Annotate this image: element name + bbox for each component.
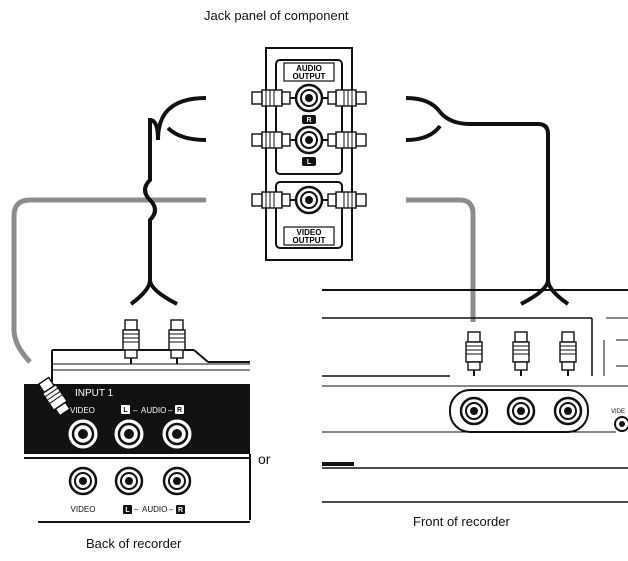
back-video-label-top: VIDEO <box>70 406 95 415</box>
back-lower-audio-left-jack <box>114 466 144 496</box>
rca-plug <box>321 89 367 107</box>
front-of-recorder: VIDE <box>322 289 628 503</box>
or-caption: or <box>258 451 271 467</box>
video-cable-back <box>11 197 206 364</box>
component-caption: Jack panel of component <box>204 8 349 23</box>
video-output-label-2: OUTPUT <box>293 236 326 245</box>
back-audio-right-jack <box>161 418 193 450</box>
rca-plug <box>321 191 367 209</box>
back-right-badge: R <box>177 407 182 414</box>
rca-plug <box>559 331 577 377</box>
back-lower-audio-right-jack <box>162 466 192 496</box>
back-audio-label-top-text: AUDIO <box>141 406 166 415</box>
front-audio-right-jack <box>553 396 583 426</box>
back-left-badge: L <box>123 407 128 414</box>
back-audio-label-bottom: AUDIO <box>142 505 167 514</box>
rca-plug <box>251 89 297 107</box>
right-badge: R <box>306 117 311 124</box>
video-output-label-1: VIDEO <box>297 228 322 237</box>
audio-cable-back <box>129 96 207 306</box>
video-output-jack <box>294 185 324 215</box>
component-jack-panel: AUDIO OUTPUT VIDEO OUTPUT R L <box>265 47 353 261</box>
front-video-jack <box>459 396 489 426</box>
input-1-label: INPUT 1 <box>75 388 114 399</box>
rca-plug <box>465 331 483 377</box>
back-right-badge-2: R <box>178 507 183 514</box>
front-caption: Front of recorder <box>413 514 510 529</box>
dash: – <box>168 406 173 415</box>
back-video-jack <box>67 418 99 450</box>
rca-plug <box>321 131 367 149</box>
back-audio-left-jack <box>113 418 145 450</box>
audio-output-label-2: OUTPUT <box>293 72 326 81</box>
back-lower-video-jack <box>68 466 98 496</box>
svg-text:–: – <box>169 505 174 514</box>
back-left-badge-2: L <box>125 507 130 514</box>
svg-text:–: – <box>134 505 139 514</box>
back-caption: Back of recorder <box>86 536 182 551</box>
rca-plug <box>512 331 530 377</box>
video-cable-front <box>406 197 476 322</box>
rca-plug <box>251 191 297 209</box>
front-audio-left-jack <box>506 396 536 426</box>
rca-plug <box>122 319 140 365</box>
rca-plug <box>168 319 186 365</box>
back-of-recorder: INPUT 1 VIDEO L – AUDIO – R VIDEO L – AU… <box>24 349 251 523</box>
back-video-label-bottom: VIDEO <box>71 505 96 514</box>
audio-right-jack <box>294 83 324 113</box>
rca-plug <box>251 131 297 149</box>
front-video-label-partial: VIDE <box>611 409 625 415</box>
audio-left-jack <box>294 125 324 155</box>
left-badge: L <box>307 159 312 166</box>
back-audio-label-top: – <box>133 406 138 415</box>
audio-output-label-1: AUDIO <box>296 64 322 73</box>
